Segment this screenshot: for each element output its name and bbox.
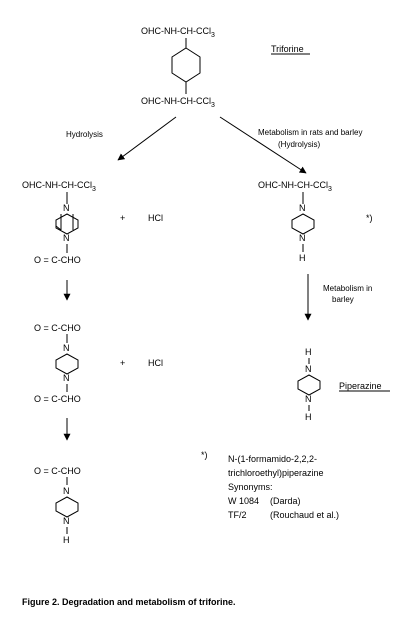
hydrolysis-product-n-top: N xyxy=(63,203,70,213)
metabolism-rats-barley-label-2: (Hydrolysis) xyxy=(278,140,321,149)
piperazine-n-bottom: N xyxy=(305,394,312,404)
metabolite-footnote-mark: *) xyxy=(366,213,373,223)
mono-oxo-product-piperazine-ring xyxy=(55,496,79,518)
mono-oxo-product-n-bottom: N xyxy=(63,516,70,526)
footnote-synonyms-heading: Synonyms: xyxy=(228,482,273,492)
dioxo-product-top-group: O = C-CHO xyxy=(34,323,81,333)
footnote-line-1: N-(1-formamido-2,2,2- xyxy=(228,454,317,464)
footnote-line-2: trichloroethyl)piperazine xyxy=(228,468,324,478)
dioxo-plus-sign: + xyxy=(120,358,125,368)
dioxo-product-structure: O = C-CHO N N O = C-CHO + HCl xyxy=(34,323,163,404)
metabolite-n-top: N xyxy=(299,203,306,213)
metabolite-piperazine-ring xyxy=(291,213,315,235)
footnote: *) N-(1-formamido-2,2,2- trichloroethyl)… xyxy=(201,450,339,520)
hydrolysis-product-structure: OHC-NH-CH-CCl3 N N O = C-CHO + HCl xyxy=(22,180,163,265)
hydrolysis-label: Hydrolysis xyxy=(66,130,103,139)
hydrolysis-hcl: HCl xyxy=(148,213,163,223)
triforine-piperazine-ring xyxy=(171,47,201,83)
mono-oxo-product-h-bottom: H xyxy=(63,535,70,545)
metabolism-rats-barley-arrow xyxy=(219,116,307,174)
footnote-synonym-2-code: TF/2 xyxy=(228,510,247,520)
hydrolysis-product-ring-corner-l xyxy=(55,225,62,231)
piperazine-h-top: H xyxy=(305,347,312,357)
footnote-synonym-2-source: (Rouchaud et al.) xyxy=(270,510,339,520)
triforine-structure: OHC-NH-CH-CCl3 OHC-NH-CH-CCl3 Triforine xyxy=(141,26,310,109)
metabolite-h-bottom: H xyxy=(299,253,306,263)
figure-caption: Figure 2. Degradation and metabolism of … xyxy=(22,597,236,607)
metabolism-barley-label-2: barley xyxy=(332,295,354,304)
dioxo-product-n-bottom: N xyxy=(63,373,70,383)
metabolite-n-bottom: N xyxy=(299,233,306,243)
footnote-mark: *) xyxy=(201,450,208,460)
dioxo-hcl: HCl xyxy=(148,358,163,368)
dioxo-product-piperazine-ring xyxy=(55,353,79,375)
footnote-synonym-1-source: (Darda) xyxy=(270,496,301,506)
piperazine-h-bottom: H xyxy=(305,412,312,422)
dioxo-product-bottom-group: O = C-CHO xyxy=(34,394,81,404)
triforine-bottom-chain: OHC-NH-CH-CCl3 xyxy=(141,96,215,109)
dioxo-product-n-top: N xyxy=(63,343,70,353)
metabolism-barley-label-1: Metabolism in xyxy=(323,284,372,293)
piperazine-structure: H N N H Piperazine xyxy=(297,347,390,422)
footnote-synonym-1-code: W 1084 xyxy=(228,496,259,506)
metabolite-structure: OHC-NH-CH-CCl3 N N H *) xyxy=(258,180,373,263)
piperazine-label: Piperazine xyxy=(339,381,382,391)
triforine-label: Triforine xyxy=(271,44,304,54)
mono-oxo-product-n-top: N xyxy=(63,486,70,496)
triforine-top-chain: OHC-NH-CH-CCl3 xyxy=(141,26,215,39)
hydrolysis-arrow xyxy=(117,116,177,161)
hydrolysis-plus-sign: + xyxy=(120,213,125,223)
metabolism-rats-barley-label-1: Metabolism in rats and barley xyxy=(258,128,363,137)
hydrolysis-product-bottom-group: O = C-CHO xyxy=(34,255,81,265)
mono-oxo-product-top-group: O = C-CHO xyxy=(34,466,81,476)
hydrolysis-product-n-bottom: N xyxy=(63,233,70,243)
hydrolysis-product-piperazine-ring xyxy=(55,213,79,235)
mono-oxo-product-structure: O = C-CHO N N H xyxy=(34,466,81,545)
metabolite-top-chain: OHC-NH-CH-CCl3 xyxy=(258,180,332,193)
hydrolysis-product-top-chain: OHC-NH-CH-CCl3 xyxy=(22,180,96,193)
piperazine-n-top: N xyxy=(305,364,312,374)
piperazine-ring xyxy=(297,374,321,396)
